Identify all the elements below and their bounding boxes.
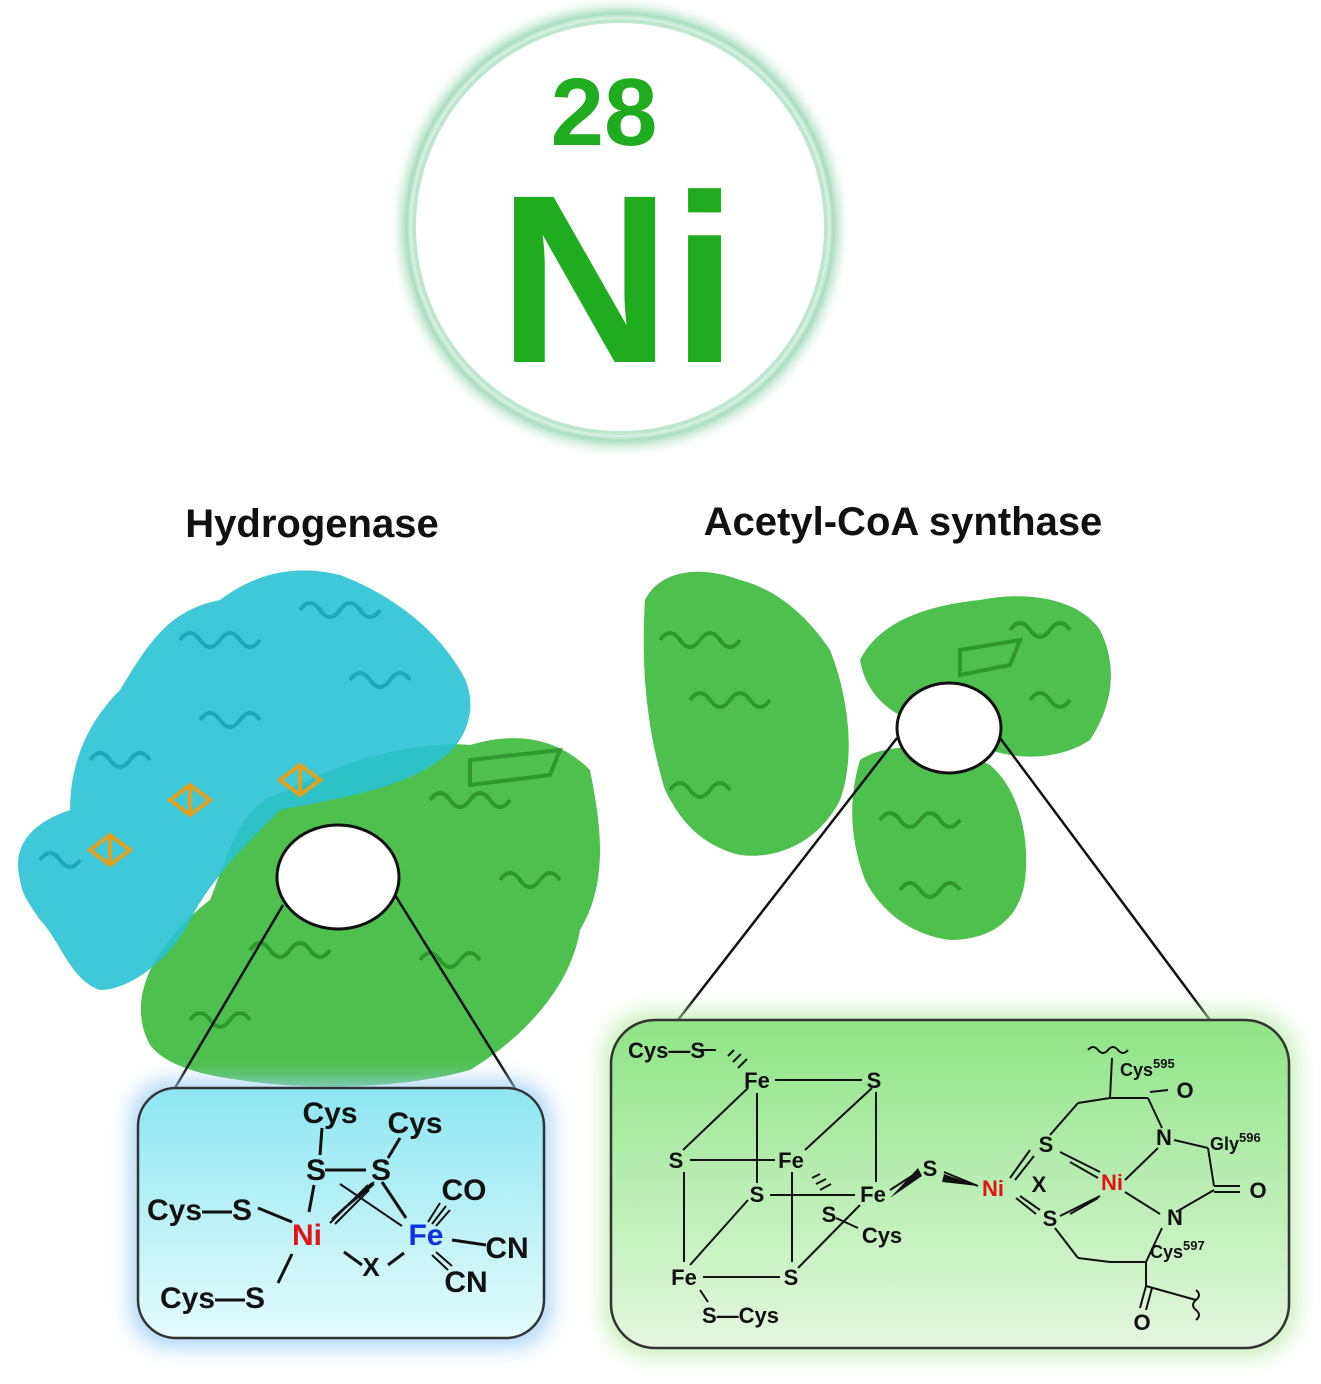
acs-domain-c bbox=[852, 747, 1027, 940]
acs-o1: O bbox=[1176, 1078, 1193, 1103]
acs-domain-a bbox=[643, 571, 849, 856]
acs-gly596: Gly596 bbox=[1210, 1130, 1261, 1154]
acs-s5: S bbox=[784, 1265, 799, 1290]
zoom-line-acs-right bbox=[998, 737, 1212, 1021]
acs-s2: S bbox=[669, 1148, 684, 1173]
acs-ligand-bonds bbox=[1049, 1046, 1240, 1321]
element-symbol: Ni bbox=[498, 145, 738, 413]
h-cys-top1: Cys bbox=[302, 1097, 357, 1130]
acs-s-up: S bbox=[1039, 1132, 1054, 1157]
acs-s-down: S bbox=[1043, 1206, 1058, 1231]
atomic-number: 28 bbox=[551, 59, 658, 166]
acs-s3: S bbox=[750, 1182, 765, 1207]
acs-cys595: Cys595 bbox=[1120, 1056, 1175, 1080]
acs-cys-s-topleft: Cys—S bbox=[628, 1038, 705, 1063]
wedge-s-ni bbox=[942, 1174, 978, 1186]
acs-active-site-marker bbox=[895, 681, 1003, 775]
acs-o2: O bbox=[1249, 1178, 1266, 1203]
acs-active-site-box: Cys—S Fe S S Fe S Fe S Cys Fe S S—Cys S … bbox=[603, 1012, 1297, 1356]
acs-o3: O bbox=[1133, 1310, 1150, 1335]
fes-cluster-icons bbox=[86, 762, 324, 868]
h-cys-s-bottom: Cys—S bbox=[160, 1282, 265, 1315]
cubane-bonds bbox=[682, 1049, 979, 1303]
h-s-top2: S bbox=[371, 1154, 391, 1187]
zoom-line-left bbox=[173, 904, 285, 1089]
acs-s-cys-bottom: S—Cys bbox=[702, 1303, 779, 1328]
hydrogenase-protein-structure bbox=[18, 570, 601, 1089]
hydrogenase-active-site-box: Cys Cys S S Cys—S Cys—S X CO CN CN Ni Fe bbox=[130, 1080, 552, 1348]
acs-cys-right: Cys bbox=[862, 1223, 902, 1248]
zoom-line-acs-left bbox=[677, 737, 898, 1021]
acs-bridge-s: S bbox=[923, 1156, 938, 1181]
acs-fe3: Fe bbox=[860, 1182, 886, 1207]
h-cys-top2: Cys bbox=[387, 1107, 442, 1140]
h-cn-bottom: CN bbox=[444, 1266, 487, 1299]
acs-n-down: N bbox=[1167, 1205, 1183, 1230]
h-co: CO bbox=[442, 1174, 487, 1207]
hydrogenase-title: Hydrogenase bbox=[185, 502, 438, 546]
acs-fe4: Fe bbox=[671, 1265, 697, 1290]
h-cys-s-left: Cys—S bbox=[147, 1194, 252, 1227]
element-badge: 28 Ni bbox=[388, 0, 852, 459]
h-fe: Fe bbox=[408, 1219, 443, 1252]
acs-fe1: Fe bbox=[744, 1068, 770, 1093]
acs-ni-proximal: Ni bbox=[982, 1176, 1004, 1201]
acs-s1: S bbox=[867, 1068, 882, 1093]
acs-hashed-bonds bbox=[727, 1049, 1099, 1215]
h-s-top1: S bbox=[306, 1154, 326, 1187]
hydrogenase-active-site-marker bbox=[275, 823, 401, 931]
acs-protein-structure bbox=[643, 571, 1212, 1021]
acs-x: X bbox=[1032, 1172, 1047, 1197]
acs-n-up: N bbox=[1156, 1125, 1172, 1150]
acs-cys597: Cys597 bbox=[1150, 1238, 1205, 1262]
acs-fe2: Fe bbox=[778, 1148, 804, 1173]
acs-s4: S bbox=[822, 1202, 837, 1227]
acs-title: Acetyl-CoA synthase bbox=[704, 500, 1103, 544]
h-cn-right: CN bbox=[485, 1232, 528, 1265]
acs-ni-distal: Ni bbox=[1101, 1170, 1123, 1195]
wedge-fe-s bbox=[890, 1168, 922, 1198]
zoom-line-right bbox=[393, 894, 517, 1089]
badge-circle bbox=[412, 19, 828, 435]
h-x: X bbox=[362, 1252, 380, 1282]
h-ni: Ni bbox=[292, 1219, 322, 1252]
